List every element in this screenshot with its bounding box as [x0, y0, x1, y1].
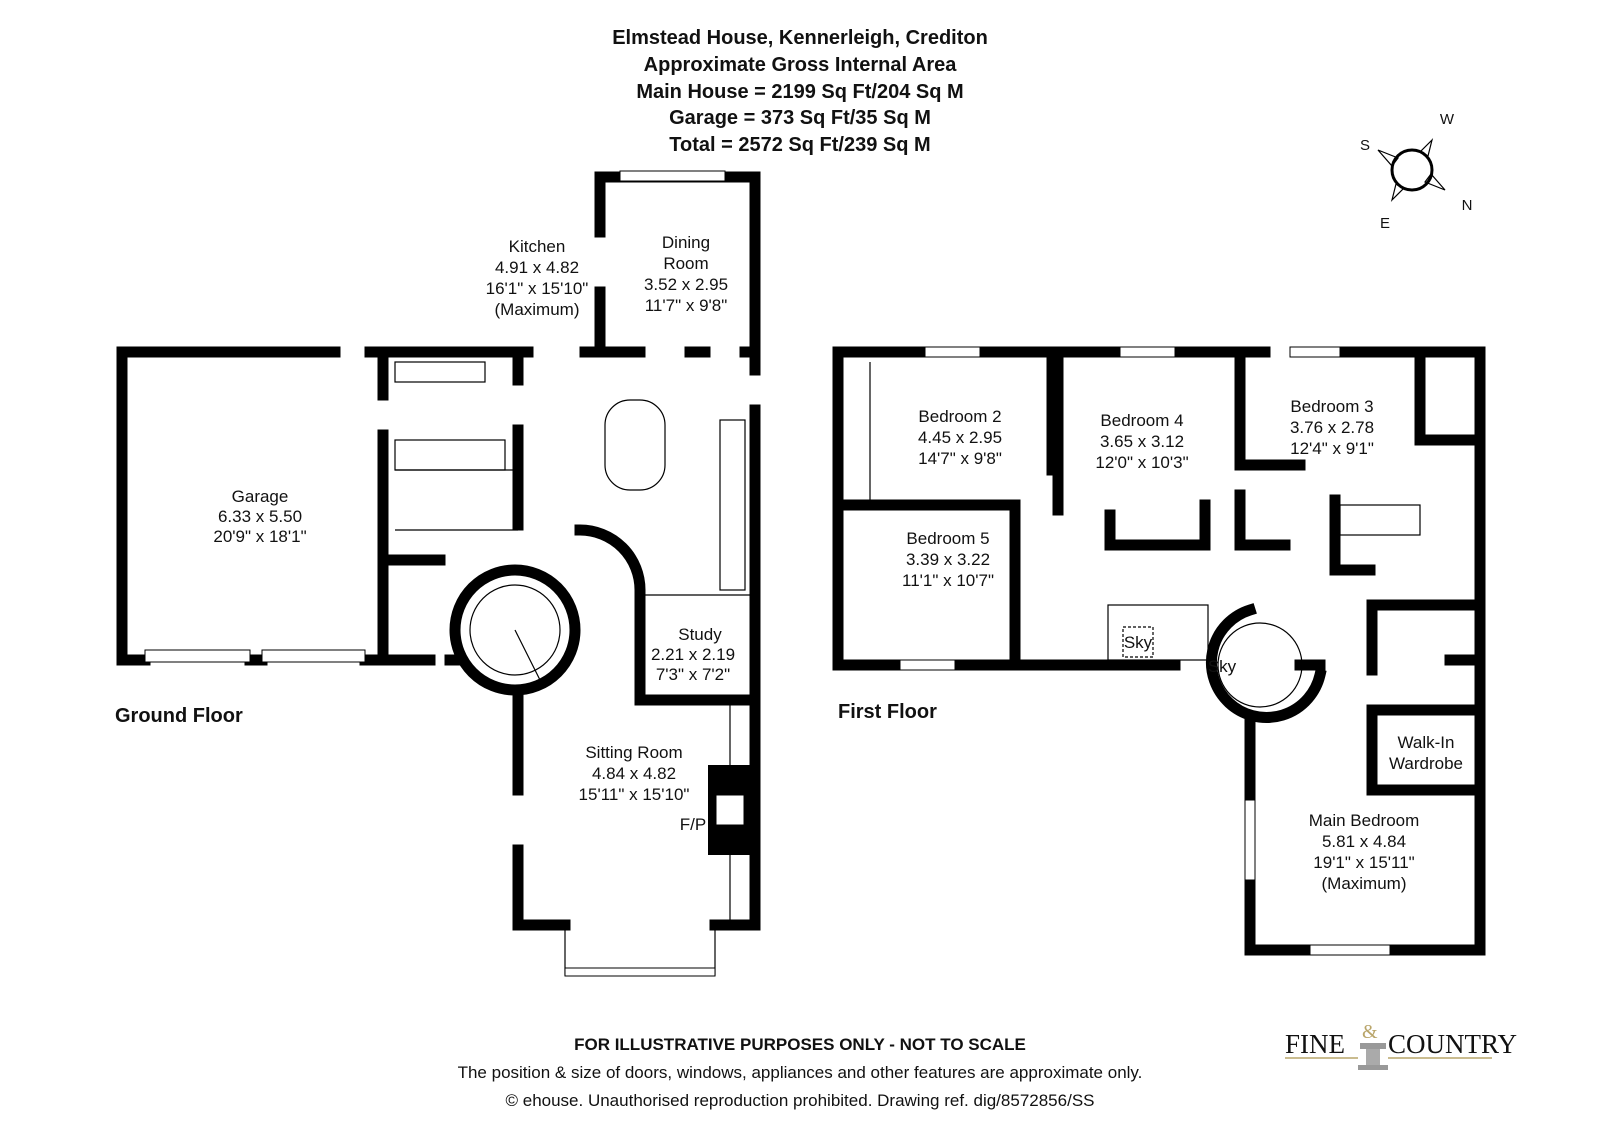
room-bedroom-4: Bedroom 4 3.65 x 3.12 12'0" x 10'3" — [1095, 411, 1188, 472]
main-house-area: Main House = 2199 Sq Ft/204 Sq M — [636, 81, 963, 103]
first-floor-labels: Bedroom 2 4.45 x 2.95 14'7" x 9'8" Bedro… — [838, 397, 1463, 893]
room-walk-in-wardrobe: Walk-In Wardrobe — [1389, 733, 1463, 773]
ground-floor-label: Ground Floor — [115, 705, 243, 727]
room-imperial: 12'0" x 10'3" — [1095, 453, 1188, 472]
room-metric: 5.81 x 4.84 — [1322, 832, 1406, 851]
room-name: Bedroom 2 — [918, 407, 1001, 426]
room-imperial: 15'11" x 15'10" — [579, 785, 690, 804]
room-study: Study 2.21 x 2.19 7'3" x 7'2" — [651, 625, 735, 684]
garage-area: Garage = 373 Sq Ft/35 Sq M — [669, 107, 931, 129]
total-area: Total = 2572 Sq Ft/239 Sq M — [669, 134, 930, 156]
room-name: Dining — [662, 233, 710, 252]
room-dining: Dining Room 3.52 x 2.95 11'7" x 9'8" — [644, 233, 728, 315]
room-imperial: 20'9" x 18'1" — [213, 527, 306, 546]
subtitle: Approximate Gross Internal Area — [644, 54, 958, 76]
room-imperial: 16'1" x 15'10" — [486, 279, 589, 298]
room-bedroom-3: Bedroom 3 3.76 x 2.78 12'4" x 9'1" — [1290, 397, 1374, 458]
first-floor-walls — [832, 346, 1486, 956]
room-imperial: 19'1" x 15'11" — [1313, 853, 1414, 872]
room-metric: 6.33 x 5.50 — [218, 507, 302, 526]
room-bedroom-5: Bedroom 5 3.39 x 3.22 11'1" x 10'7" — [902, 529, 994, 590]
room-name: Bedroom 5 — [906, 529, 989, 548]
room-garage: Garage 6.33 x 5.50 20'9" x 18'1" — [213, 487, 306, 546]
copyright: © ehouse. Unauthorised reproduction proh… — [505, 1091, 1094, 1110]
room-metric: 3.76 x 2.78 — [1290, 418, 1374, 437]
room-name: Sitting Room — [585, 743, 682, 762]
room-bedroom-2: Bedroom 2 4.45 x 2.95 14'7" x 9'8" — [918, 407, 1002, 468]
ground-floor-walls — [116, 170, 761, 977]
room-metric: 4.84 x 4.82 — [592, 764, 676, 783]
room-main-bedroom: Main Bedroom 5.81 x 4.84 19'1" x 15'11" … — [1309, 811, 1420, 893]
room-sitting: Sitting Room 4.84 x 4.82 15'11" x 15'10" — [579, 743, 690, 804]
compass-s: S — [1360, 137, 1370, 154]
room-metric: 4.45 x 2.95 — [918, 428, 1002, 447]
header: Elmstead House, Kennerleigh, Crediton Ap… — [612, 27, 988, 156]
room-name: Bedroom 3 — [1290, 397, 1373, 416]
room-name: Study — [678, 625, 722, 644]
first-floor-label: First Floor — [838, 701, 937, 723]
room-imperial: 11'1" x 10'7" — [902, 571, 994, 590]
room-metric: 3.65 x 3.12 — [1100, 432, 1184, 451]
skylight-label: Sky — [1124, 633, 1153, 652]
fine-country-logo: FINE & COUNTRY — [1285, 1021, 1517, 1070]
svg-text:&: & — [1362, 1021, 1378, 1043]
compass-e: E — [1380, 215, 1390, 232]
room-note: (Maximum) — [495, 300, 580, 319]
room-name: Main Bedroom — [1309, 811, 1420, 830]
room-imperial: 7'3" x 7'2" — [656, 665, 730, 684]
ground-floor-labels: Garage 6.33 x 5.50 20'9" x 18'1" Kitchen… — [115, 233, 735, 834]
compass-icon: S W E N — [1360, 111, 1472, 232]
room-note: (Maximum) — [1322, 874, 1407, 893]
room-metric: 3.39 x 3.22 — [906, 550, 990, 569]
room-metric: 2.21 x 2.19 — [651, 645, 735, 664]
room-imperial: 12'4" x 9'1" — [1290, 439, 1374, 458]
svg-text:COUNTRY: COUNTRY — [1388, 1029, 1517, 1059]
compass-w: W — [1440, 111, 1455, 128]
room-imperial: 14'7" x 9'8" — [918, 449, 1002, 468]
footer-note: The position & size of doors, windows, a… — [458, 1063, 1143, 1082]
skylight-label-2: Sky — [1208, 657, 1237, 676]
room-name: Kitchen — [509, 237, 566, 256]
compass-n: N — [1462, 197, 1473, 214]
room-name: Walk-In — [1398, 733, 1455, 752]
room-name: Bedroom 4 — [1100, 411, 1183, 430]
disclaimer: FOR ILLUSTRATIVE PURPOSES ONLY - NOT TO … — [574, 1035, 1026, 1054]
fireplace-label: F/P — [680, 815, 706, 834]
room-metric: 4.91 x 4.82 — [495, 258, 579, 277]
room-imperial: 11'7" x 9'8" — [645, 296, 728, 315]
svg-text:FINE: FINE — [1285, 1029, 1345, 1059]
room-metric: 3.52 x 2.95 — [644, 275, 728, 294]
room-name-2: Room — [663, 254, 708, 273]
room-name: Garage — [232, 487, 289, 506]
footer: FOR ILLUSTRATIVE PURPOSES ONLY - NOT TO … — [458, 1035, 1143, 1110]
room-kitchen: Kitchen 4.91 x 4.82 16'1" x 15'10" (Maxi… — [486, 237, 589, 319]
title: Elmstead House, Kennerleigh, Crediton — [612, 27, 988, 49]
room-name-2: Wardrobe — [1389, 754, 1463, 773]
